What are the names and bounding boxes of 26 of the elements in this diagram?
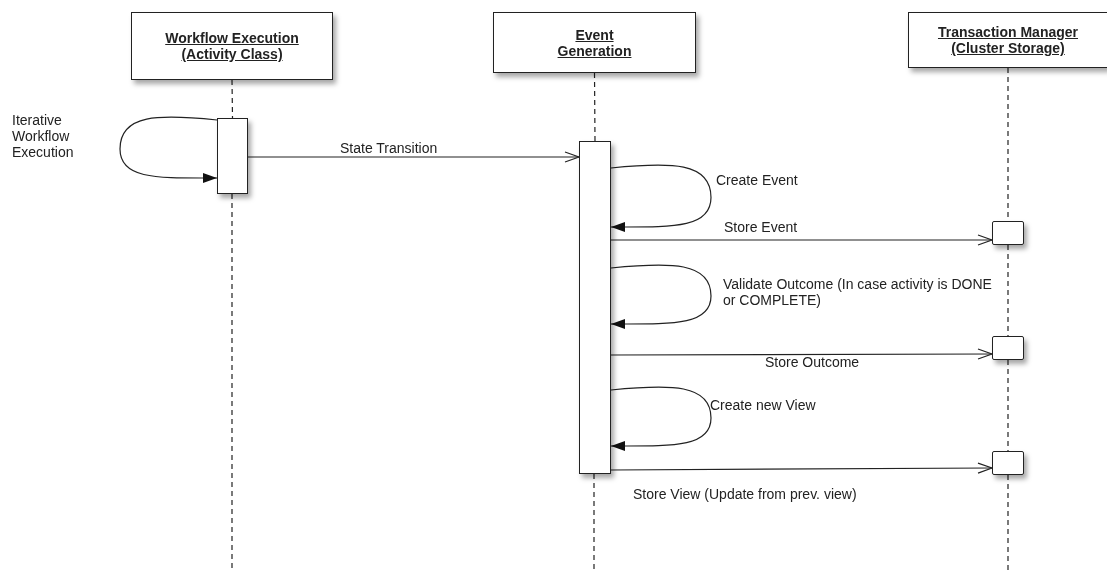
activation-box [992, 451, 1024, 475]
lifeline [593, 72, 596, 142]
edge-label: Validate Outcome (In case activity is DONE or COMPLETE) [723, 276, 993, 308]
edge-label: Iterative Workflow Execution [12, 112, 75, 160]
edge-label: State Transition [340, 140, 438, 156]
message-arrow [610, 348, 993, 360]
edge-label: Store Outcome [765, 354, 860, 370]
activation-bar [579, 141, 611, 474]
edge-label: Store Event [724, 219, 798, 235]
edge-label: Store View (Update from prev. view) [633, 486, 857, 502]
lifeline [231, 79, 234, 119]
self-message-arrow [610, 264, 712, 329]
lifeline-header: Transaction Manager (Cluster Storage) [908, 12, 1107, 68]
message-arrow [247, 151, 580, 163]
lifeline-header: Event Generation [493, 12, 696, 73]
self-message-arrow [610, 164, 712, 232]
message-arrow [610, 462, 993, 474]
activation-box [992, 336, 1024, 360]
edge-label: Create Event [716, 172, 798, 188]
activation-box [992, 221, 1024, 245]
activation-bar [217, 118, 248, 194]
self-message-arrow [610, 386, 712, 451]
lifeline-header: Workflow Execution (Activity Class) [131, 12, 333, 80]
self-message-arrow [119, 116, 218, 183]
message-arrow [610, 234, 993, 246]
edge-label: Create new View [710, 397, 816, 413]
